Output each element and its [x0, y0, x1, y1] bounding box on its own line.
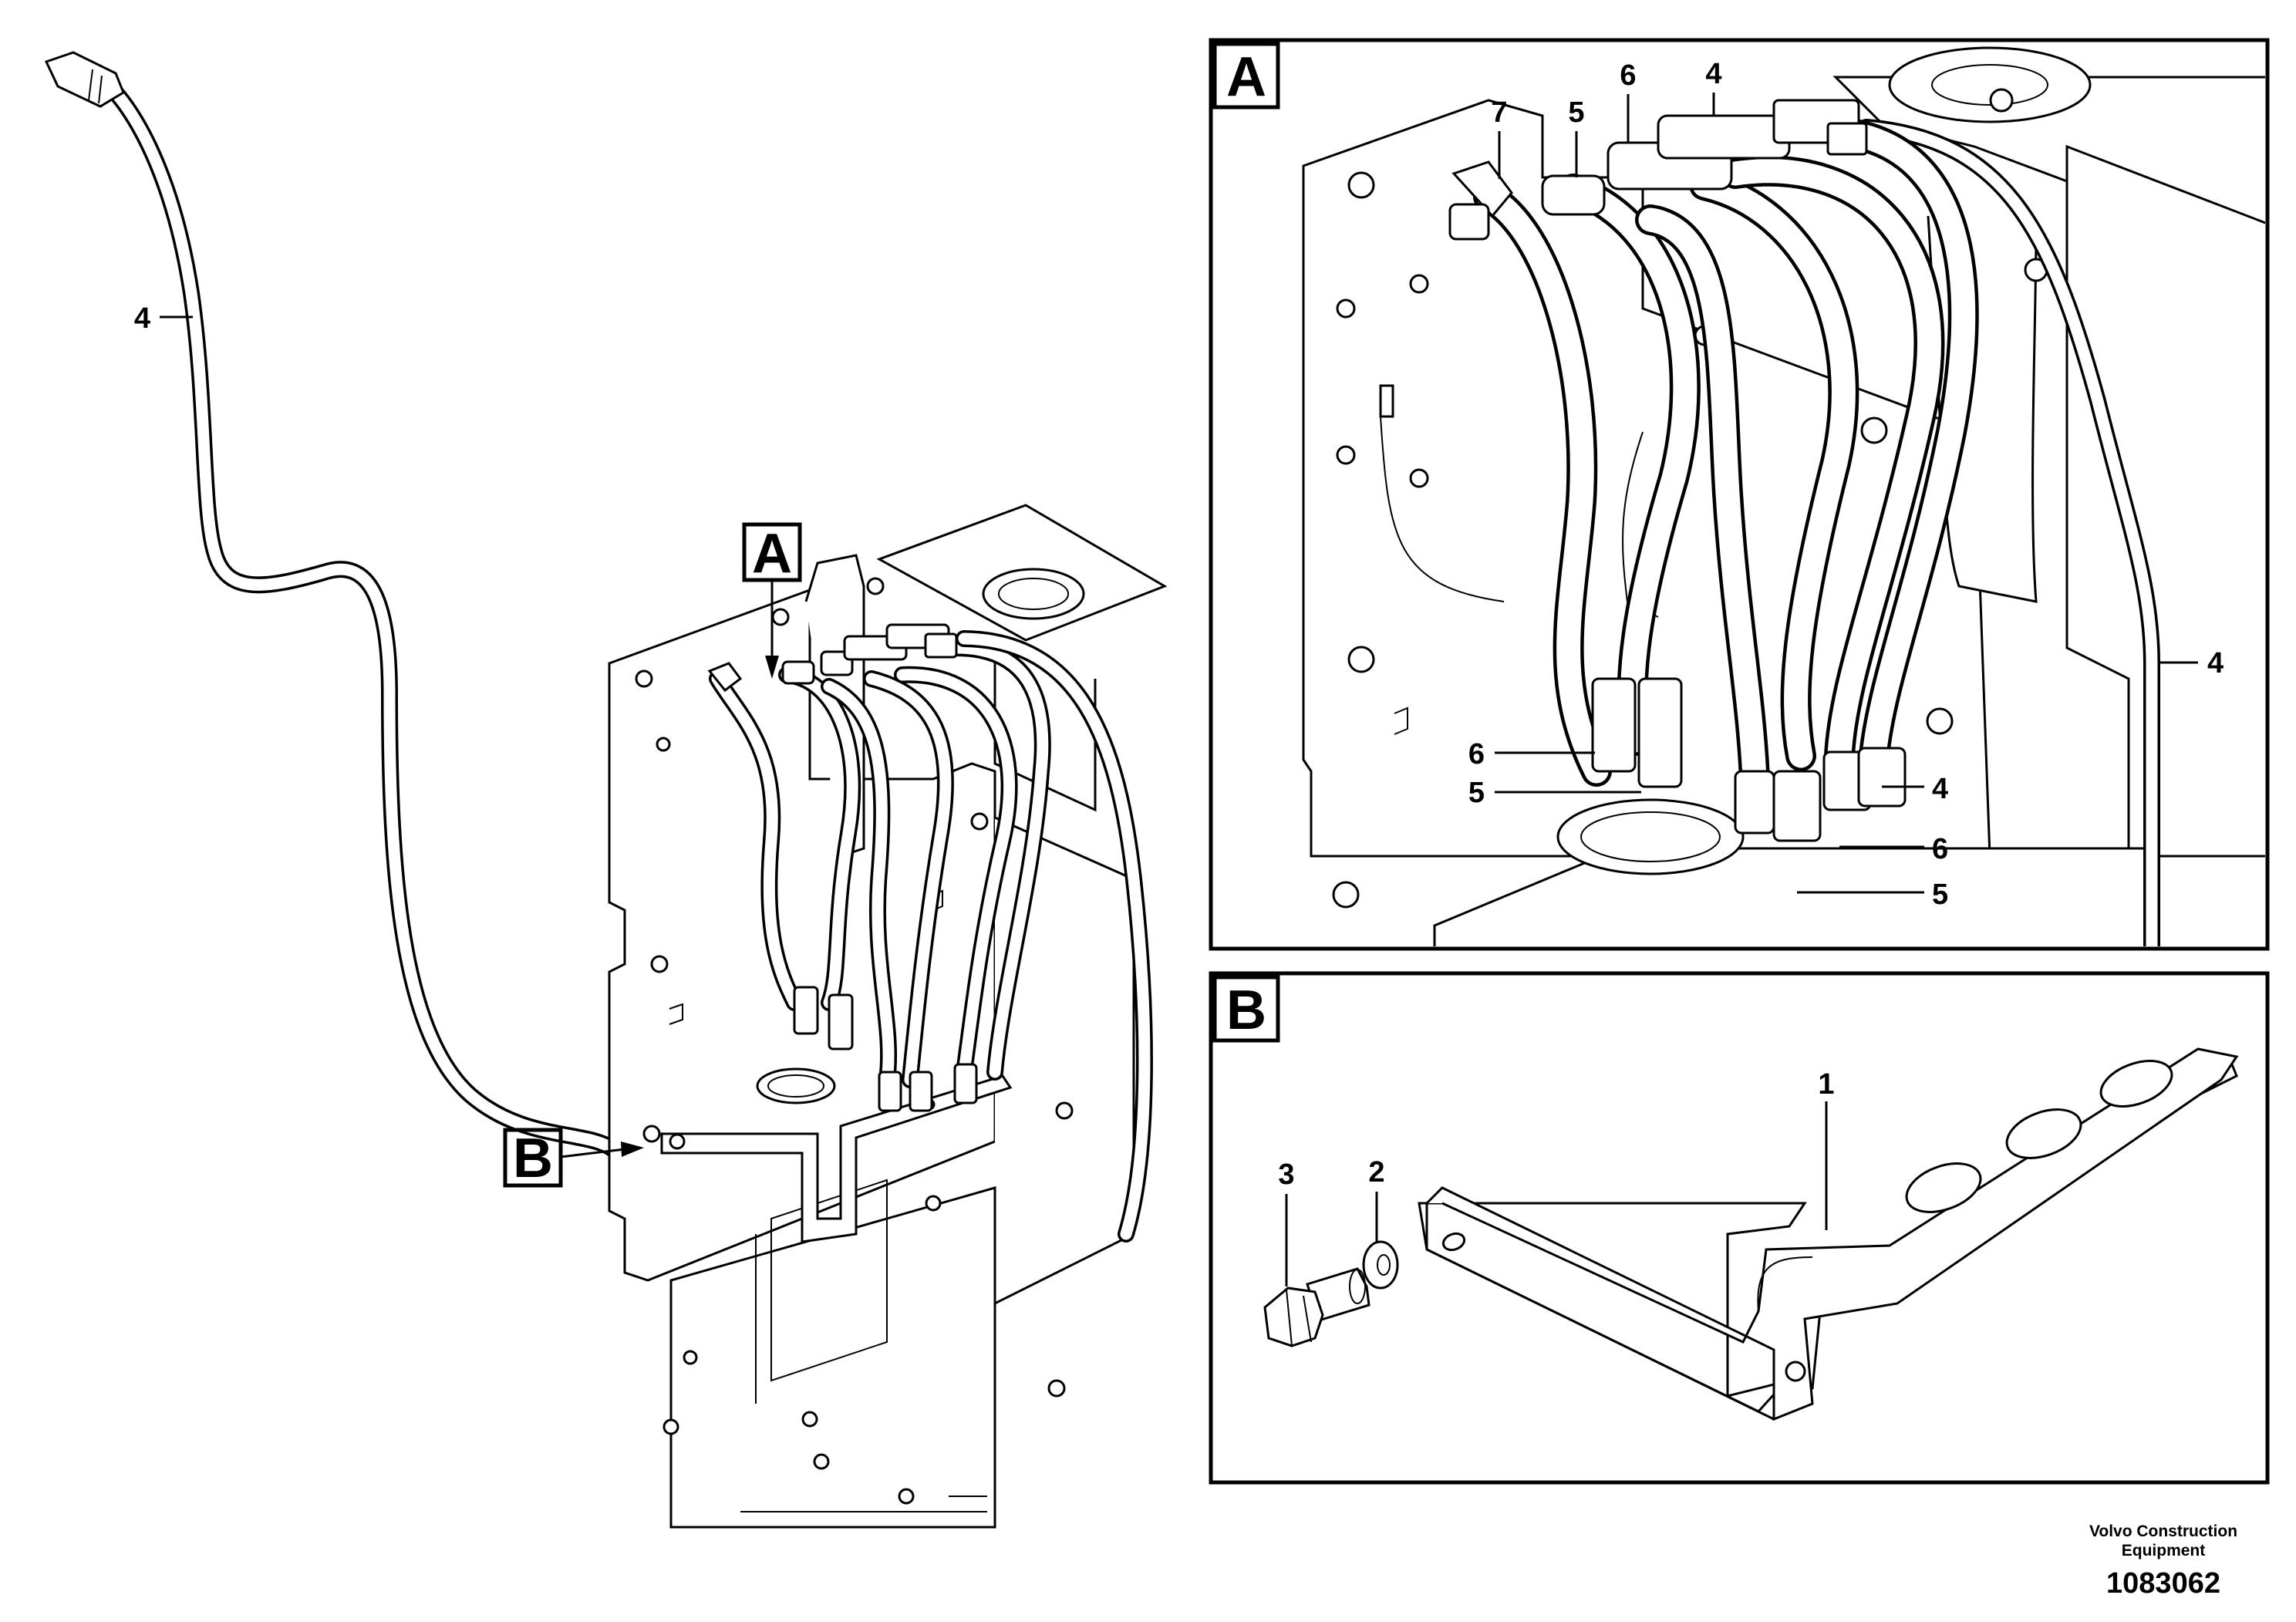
bracket-part-1	[1418, 1047, 2239, 1421]
detail-view-b: B 1 3 2	[1209, 971, 2270, 1485]
bolt-part-3	[1263, 1267, 1371, 1347]
company-name-line2: Equipment	[2122, 1542, 2206, 1560]
callout-b-2: 2	[1368, 1156, 1384, 1189]
detail-a-hoses	[1448, 99, 1979, 842]
callout-a-6-top: 6	[1620, 59, 1636, 92]
callout-a-4-top: 4	[1705, 58, 1721, 90]
footer: Volvo Construction Equipment 1083062	[2089, 1523, 2237, 1600]
overview-assembly: A B 4	[44, 51, 1168, 1529]
company-name-line1: Volvo Construction	[2089, 1523, 2237, 1540]
callout-a-5-lower: 5	[1932, 878, 1948, 911]
view-letter-a-overview: A	[752, 523, 792, 585]
washer-part-2	[1362, 1240, 1399, 1290]
drawing-number: 1083062	[2106, 1567, 2220, 1600]
callout-b-3: 3	[1278, 1158, 1294, 1191]
hose-4	[44, 51, 622, 1158]
callout-main-hose: 4	[134, 302, 193, 335]
callout-a-6-lower: 6	[1932, 833, 1948, 865]
callout-4-main: 4	[134, 302, 150, 335]
view-label-a-overview: A	[742, 522, 802, 679]
view-letter-a: A	[1226, 46, 1266, 108]
callout-a-7: 7	[1491, 96, 1507, 129]
view-label-b-overview: B	[503, 1128, 644, 1189]
callout-b-1: 1	[1818, 1068, 1834, 1101]
detail-view-a: A 7 5 6 4 4 6 5 4 6 5	[1209, 38, 2270, 951]
hose-bundle	[707, 623, 1153, 1243]
callout-a-6-left: 6	[1468, 738, 1485, 771]
callout-a-5-top: 5	[1568, 96, 1584, 129]
view-letter-b: B	[1226, 980, 1266, 1041]
callout-a-4-lower: 4	[1932, 773, 1948, 805]
callout-a-4-right: 4	[2207, 647, 2224, 679]
view-letter-b-overview: B	[513, 1128, 553, 1189]
callout-a-5-left: 5	[1468, 777, 1485, 809]
